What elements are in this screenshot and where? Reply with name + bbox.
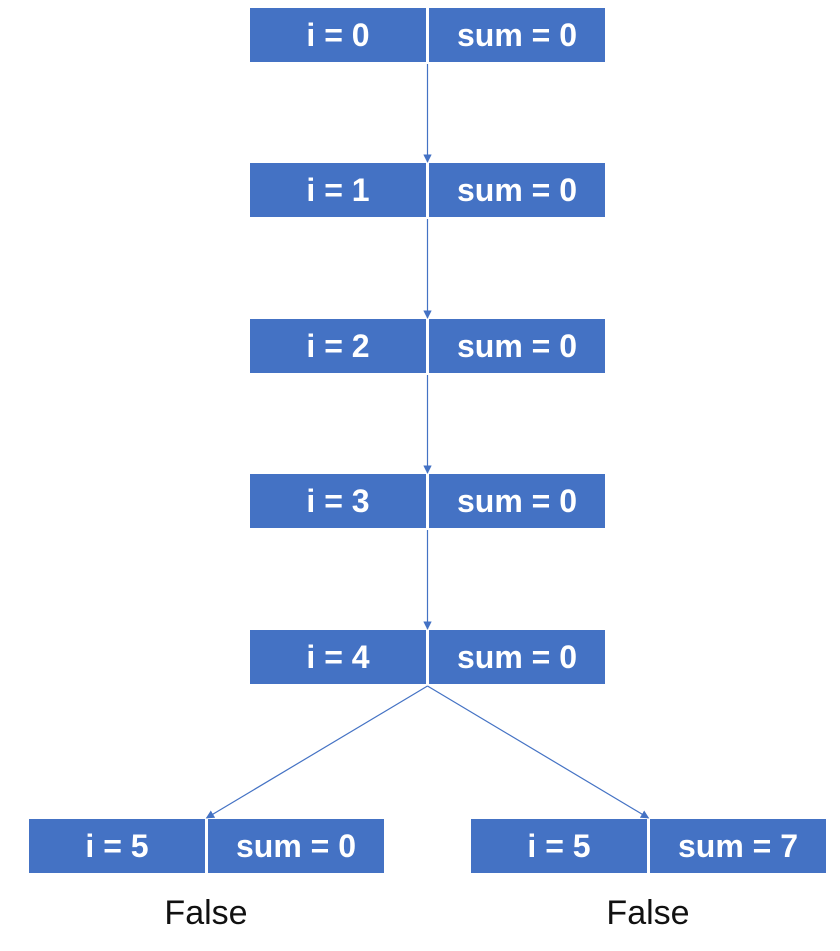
edge-arrow-4-to-6 [427, 685, 650, 819]
node-sum-cell: sum = 0 [429, 630, 605, 684]
leaf-caption-right: False [606, 894, 690, 932]
node-i-cell: i = 0 [250, 8, 426, 62]
node-i-cell: i = 4 [250, 630, 426, 684]
node-i-cell: i = 1 [250, 163, 426, 217]
leaf-caption-left: False [164, 894, 248, 932]
state-node-0: i = 0 sum = 0 [250, 8, 605, 62]
node-sum-cell: sum = 0 [429, 319, 605, 373]
edge-arrow-4-to-5 [205, 685, 428, 819]
node-i-cell: i = 5 [29, 819, 205, 873]
node-sum-cell: sum = 0 [429, 163, 605, 217]
state-node-6: i = 5 sum = 7 [471, 819, 826, 873]
node-sum-cell: sum = 0 [429, 474, 605, 528]
state-node-1: i = 1 sum = 0 [250, 163, 605, 217]
state-node-2: i = 2 sum = 0 [250, 319, 605, 373]
node-sum-cell: sum = 0 [429, 8, 605, 62]
node-i-cell: i = 5 [471, 819, 647, 873]
state-node-5: i = 5 sum = 0 [29, 819, 384, 873]
state-node-3: i = 3 sum = 0 [250, 474, 605, 528]
node-sum-cell: sum = 0 [208, 819, 384, 873]
state-node-4: i = 4 sum = 0 [250, 630, 605, 684]
node-i-cell: i = 2 [250, 319, 426, 373]
node-sum-cell: sum = 7 [650, 819, 826, 873]
node-i-cell: i = 3 [250, 474, 426, 528]
